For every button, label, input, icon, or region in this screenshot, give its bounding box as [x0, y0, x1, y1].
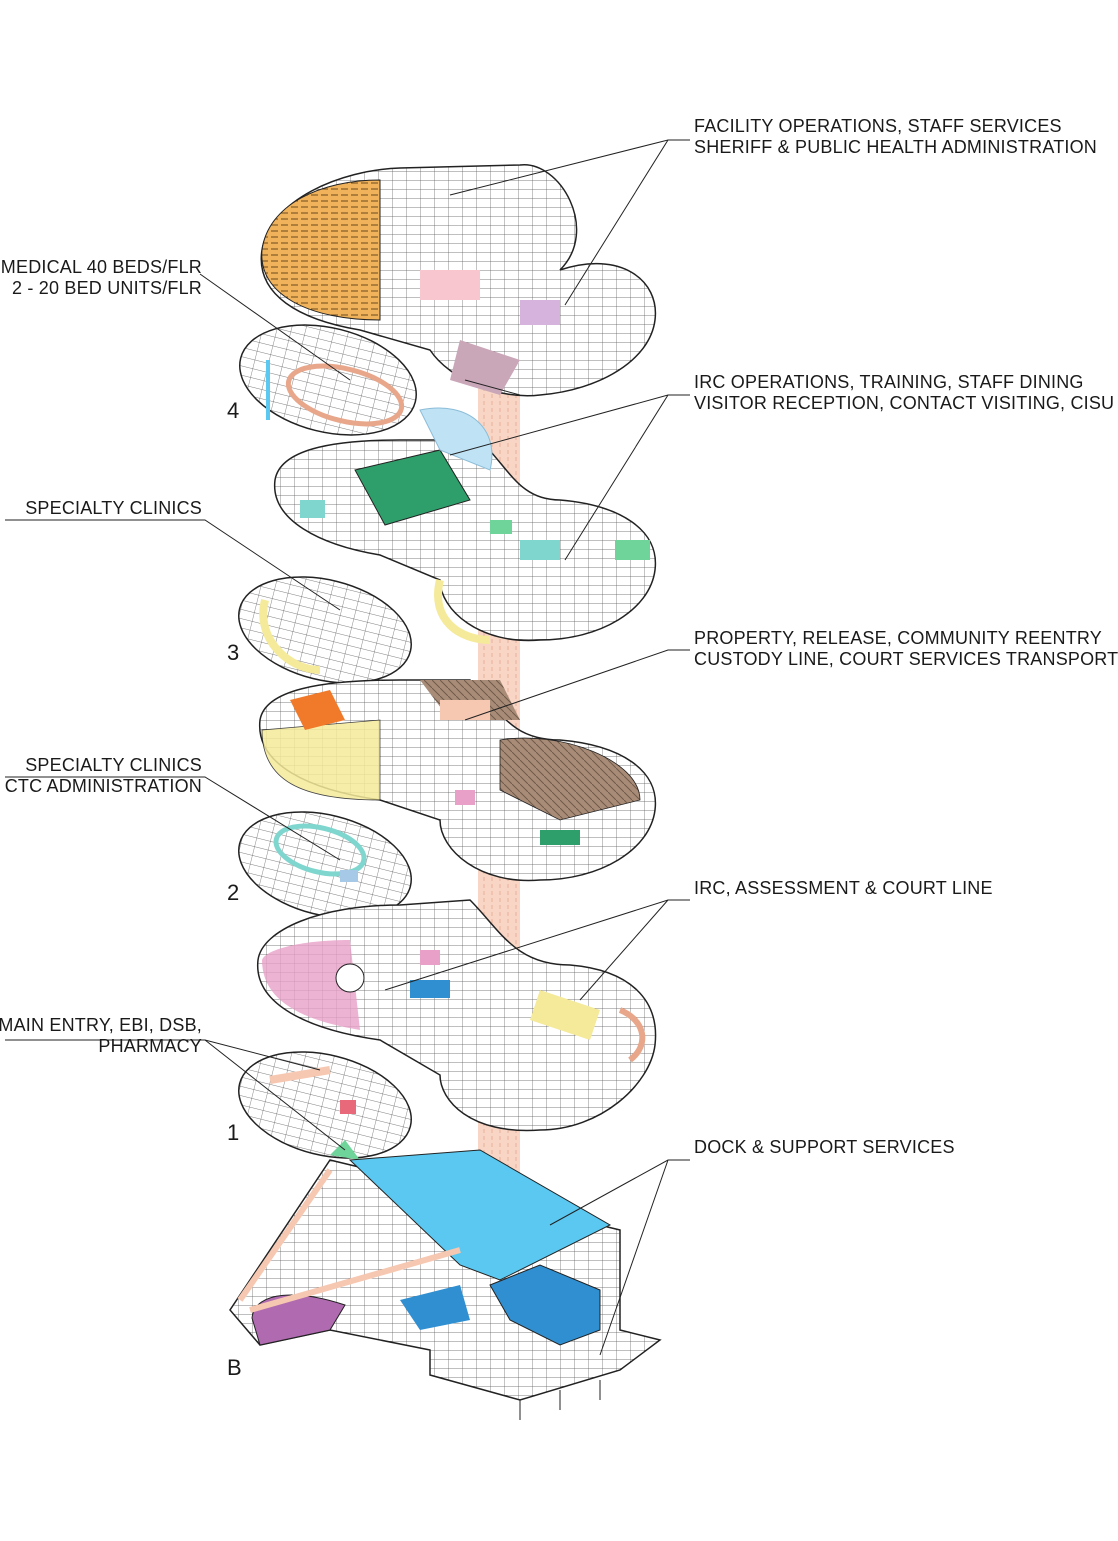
level-4-plate — [260, 164, 657, 397]
axonometric-diagram: 4 3 2 1 B MEDICAL 40 BEDS/FLR 2 - 20 BED… — [0, 116, 1118, 1420]
callout-line: FACILITY OPERATIONS, STAFF SERVICES — [694, 116, 1062, 136]
callout-line: IRC OPERATIONS, TRAINING, STAFF DINING — [694, 372, 1084, 392]
callout-line: MAIN ENTRY, EBI, DSB, — [0, 1015, 202, 1035]
callout-line: DOCK & SUPPORT SERVICES — [694, 1137, 955, 1157]
level-3-pod — [238, 576, 491, 684]
callout-line: 2 - 20 BED UNITS/FLR — [11, 278, 202, 298]
callout-line: PHARMACY — [98, 1036, 202, 1056]
callout-line: IRC, ASSESSMENT & COURT LINE — [694, 878, 993, 898]
exploded-floor-stack — [5, 139, 690, 1420]
level-label-3: 3 — [227, 640, 240, 665]
callout-dock-support: DOCK & SUPPORT SERVICES — [694, 1137, 955, 1158]
level-2-upper-plate — [259, 679, 657, 882]
basement-plate — [229, 1149, 662, 1420]
callout-line: CUSTODY LINE, COURT SERVICES TRANSPORT — [694, 649, 1118, 669]
callout-line: SHERIFF & PUBLIC HEALTH ADMINISTRATION — [694, 137, 1097, 157]
callout-line: SPECIALTY CLINICS — [25, 755, 202, 775]
callout-irc-assessment: IRC, ASSESSMENT & COURT LINE — [694, 878, 993, 899]
level-1-upper-plate — [257, 899, 657, 1132]
level-label-2: 2 — [227, 880, 240, 905]
leader-lines — [5, 139, 690, 1356]
callout-line: SPECIALTY CLINICS — [25, 498, 202, 518]
callout-line: PROPERTY, RELEASE, COMMUNITY REENTRY — [694, 628, 1102, 648]
level-1-pod — [238, 1051, 412, 1160]
callout-medical-beds: MEDICAL 40 BEDS/FLR 2 - 20 BED UNITS/FLR — [1, 257, 202, 299]
callout-property-release: PROPERTY, RELEASE, COMMUNITY REENTRY CUS… — [694, 628, 1118, 670]
level-label-4: 4 — [227, 398, 240, 423]
level-label-1: 1 — [227, 1120, 240, 1145]
callout-line: MEDICAL 40 BEDS/FLR — [0, 257, 202, 277]
callout-line: VISITOR RECEPTION, CONTACT VISITING, CIS… — [694, 393, 1115, 413]
callout-facility-operations: FACILITY OPERATIONS, STAFF SERVICES SHER… — [694, 116, 1097, 158]
level-2-pod — [238, 811, 412, 919]
level-label-b: B — [227, 1355, 242, 1380]
level-3-upper-plate — [274, 407, 657, 642]
level-4-pod — [239, 324, 417, 436]
callout-specialty-clinics-3: SPECIALTY CLINICS — [25, 498, 202, 519]
callout-irc-operations: IRC OPERATIONS, TRAINING, STAFF DINING V… — [694, 372, 1114, 414]
callout-main-entry: MAIN ENTRY, EBI, DSB, PHARMACY — [0, 1015, 202, 1057]
callout-specialty-clinics-ctc: SPECIALTY CLINICS CTC ADMINISTRATION — [5, 755, 202, 797]
callout-line: CTC ADMINISTRATION — [4, 776, 202, 796]
